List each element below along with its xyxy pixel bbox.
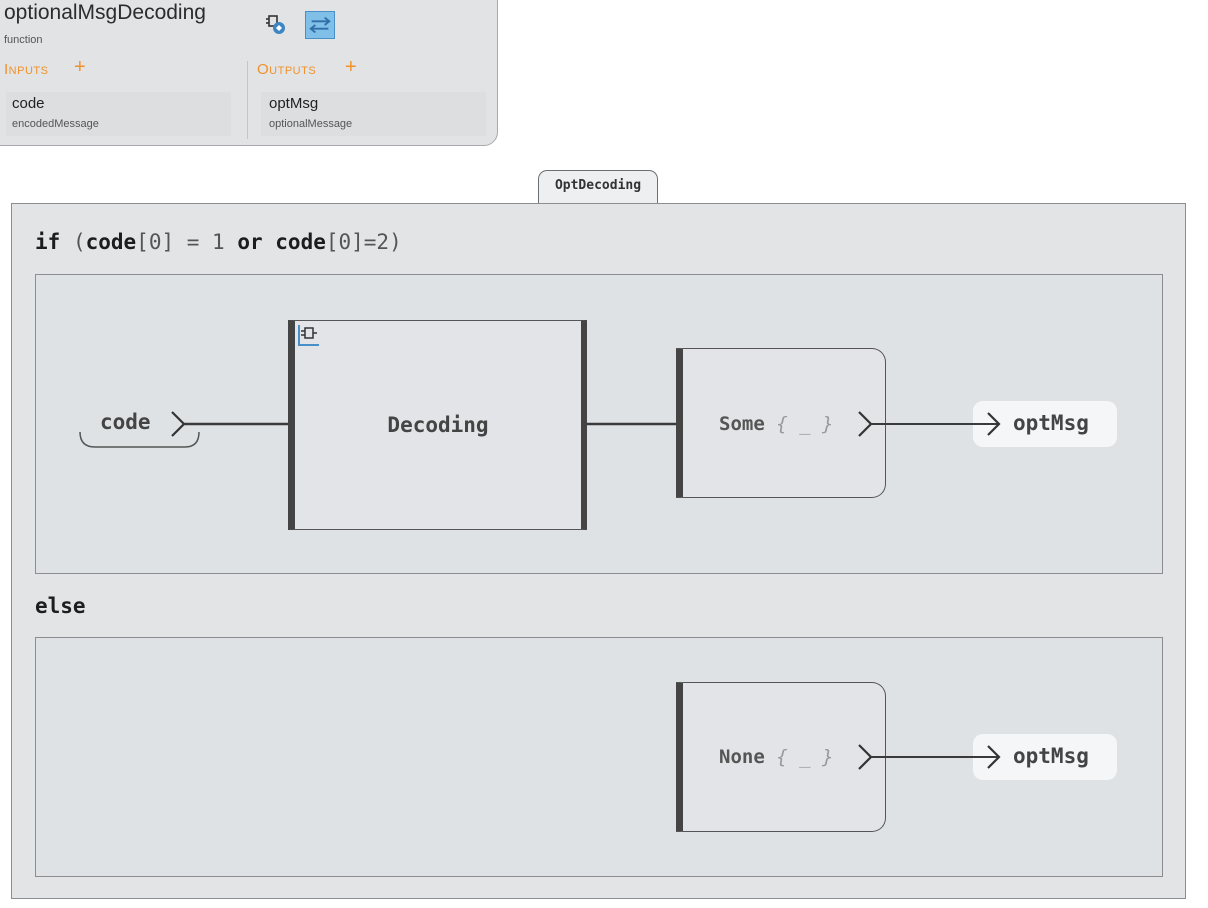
output-port-optmsg[interactable]: optMsg optionalMessage — [261, 92, 486, 136]
add-input-button[interactable]: + — [74, 56, 86, 78]
or-keyword: or — [237, 230, 263, 254]
decoding-node[interactable]: Decoding — [288, 320, 587, 530]
block-tab[interactable]: OptDecoding — [538, 170, 658, 204]
some-name: Some — [719, 413, 765, 435]
cond-var-2: code — [275, 230, 326, 254]
output-port-name: optMsg — [269, 95, 319, 112]
some-args: { _ } — [776, 413, 834, 435]
output-node-optmsg-then[interactable]: optMsg — [973, 401, 1117, 447]
none-label: None { _ } — [719, 746, 833, 768]
cond-var-1: code — [85, 230, 137, 254]
component-icon — [298, 325, 319, 346]
cond-paren: ( — [60, 230, 86, 254]
else-keyword: else — [35, 594, 86, 618]
cond-index-2: [0]=2) — [325, 230, 402, 254]
output-label-then: optMsg — [1013, 411, 1089, 435]
function-settings-icon[interactable] — [265, 13, 287, 35]
if-condition[interactable]: if (code[0] = 1 or code[0]=2) — [35, 230, 402, 254]
swap-direction-icon[interactable] — [305, 11, 335, 39]
function-kind: function — [4, 34, 43, 46]
output-node-optmsg-else[interactable]: optMsg — [973, 734, 1117, 780]
input-port-type: encodedMessage — [12, 118, 99, 130]
add-output-button[interactable]: + — [345, 56, 357, 78]
output-label-else: optMsg — [1013, 744, 1089, 768]
input-node-code[interactable]: code — [100, 410, 151, 434]
if-keyword: if — [35, 230, 61, 254]
decoding-label: Decoding — [387, 413, 489, 437]
outputs-section-label: Outputs — [257, 61, 317, 78]
section-divider — [247, 61, 248, 139]
none-name: None — [719, 746, 765, 768]
output-port-type: optionalMessage — [269, 118, 353, 130]
inputs-section-label: Inputs — [4, 61, 49, 78]
cond-space — [263, 230, 276, 254]
input-port-code[interactable]: code encodedMessage — [6, 92, 231, 136]
function-name[interactable]: optionalMsgDecoding — [4, 1, 206, 24]
function-header-card: optionalMsgDecoding function Inputs + Ou… — [0, 0, 498, 146]
some-constructor-node[interactable]: Some { _ } — [676, 348, 886, 498]
cond-index-1: [0] = 1 — [136, 230, 238, 254]
none-args: { _ } — [776, 746, 834, 768]
some-label: Some { _ } — [719, 413, 833, 435]
input-port-name: code — [12, 95, 45, 112]
none-constructor-node[interactable]: None { _ } — [676, 682, 886, 832]
